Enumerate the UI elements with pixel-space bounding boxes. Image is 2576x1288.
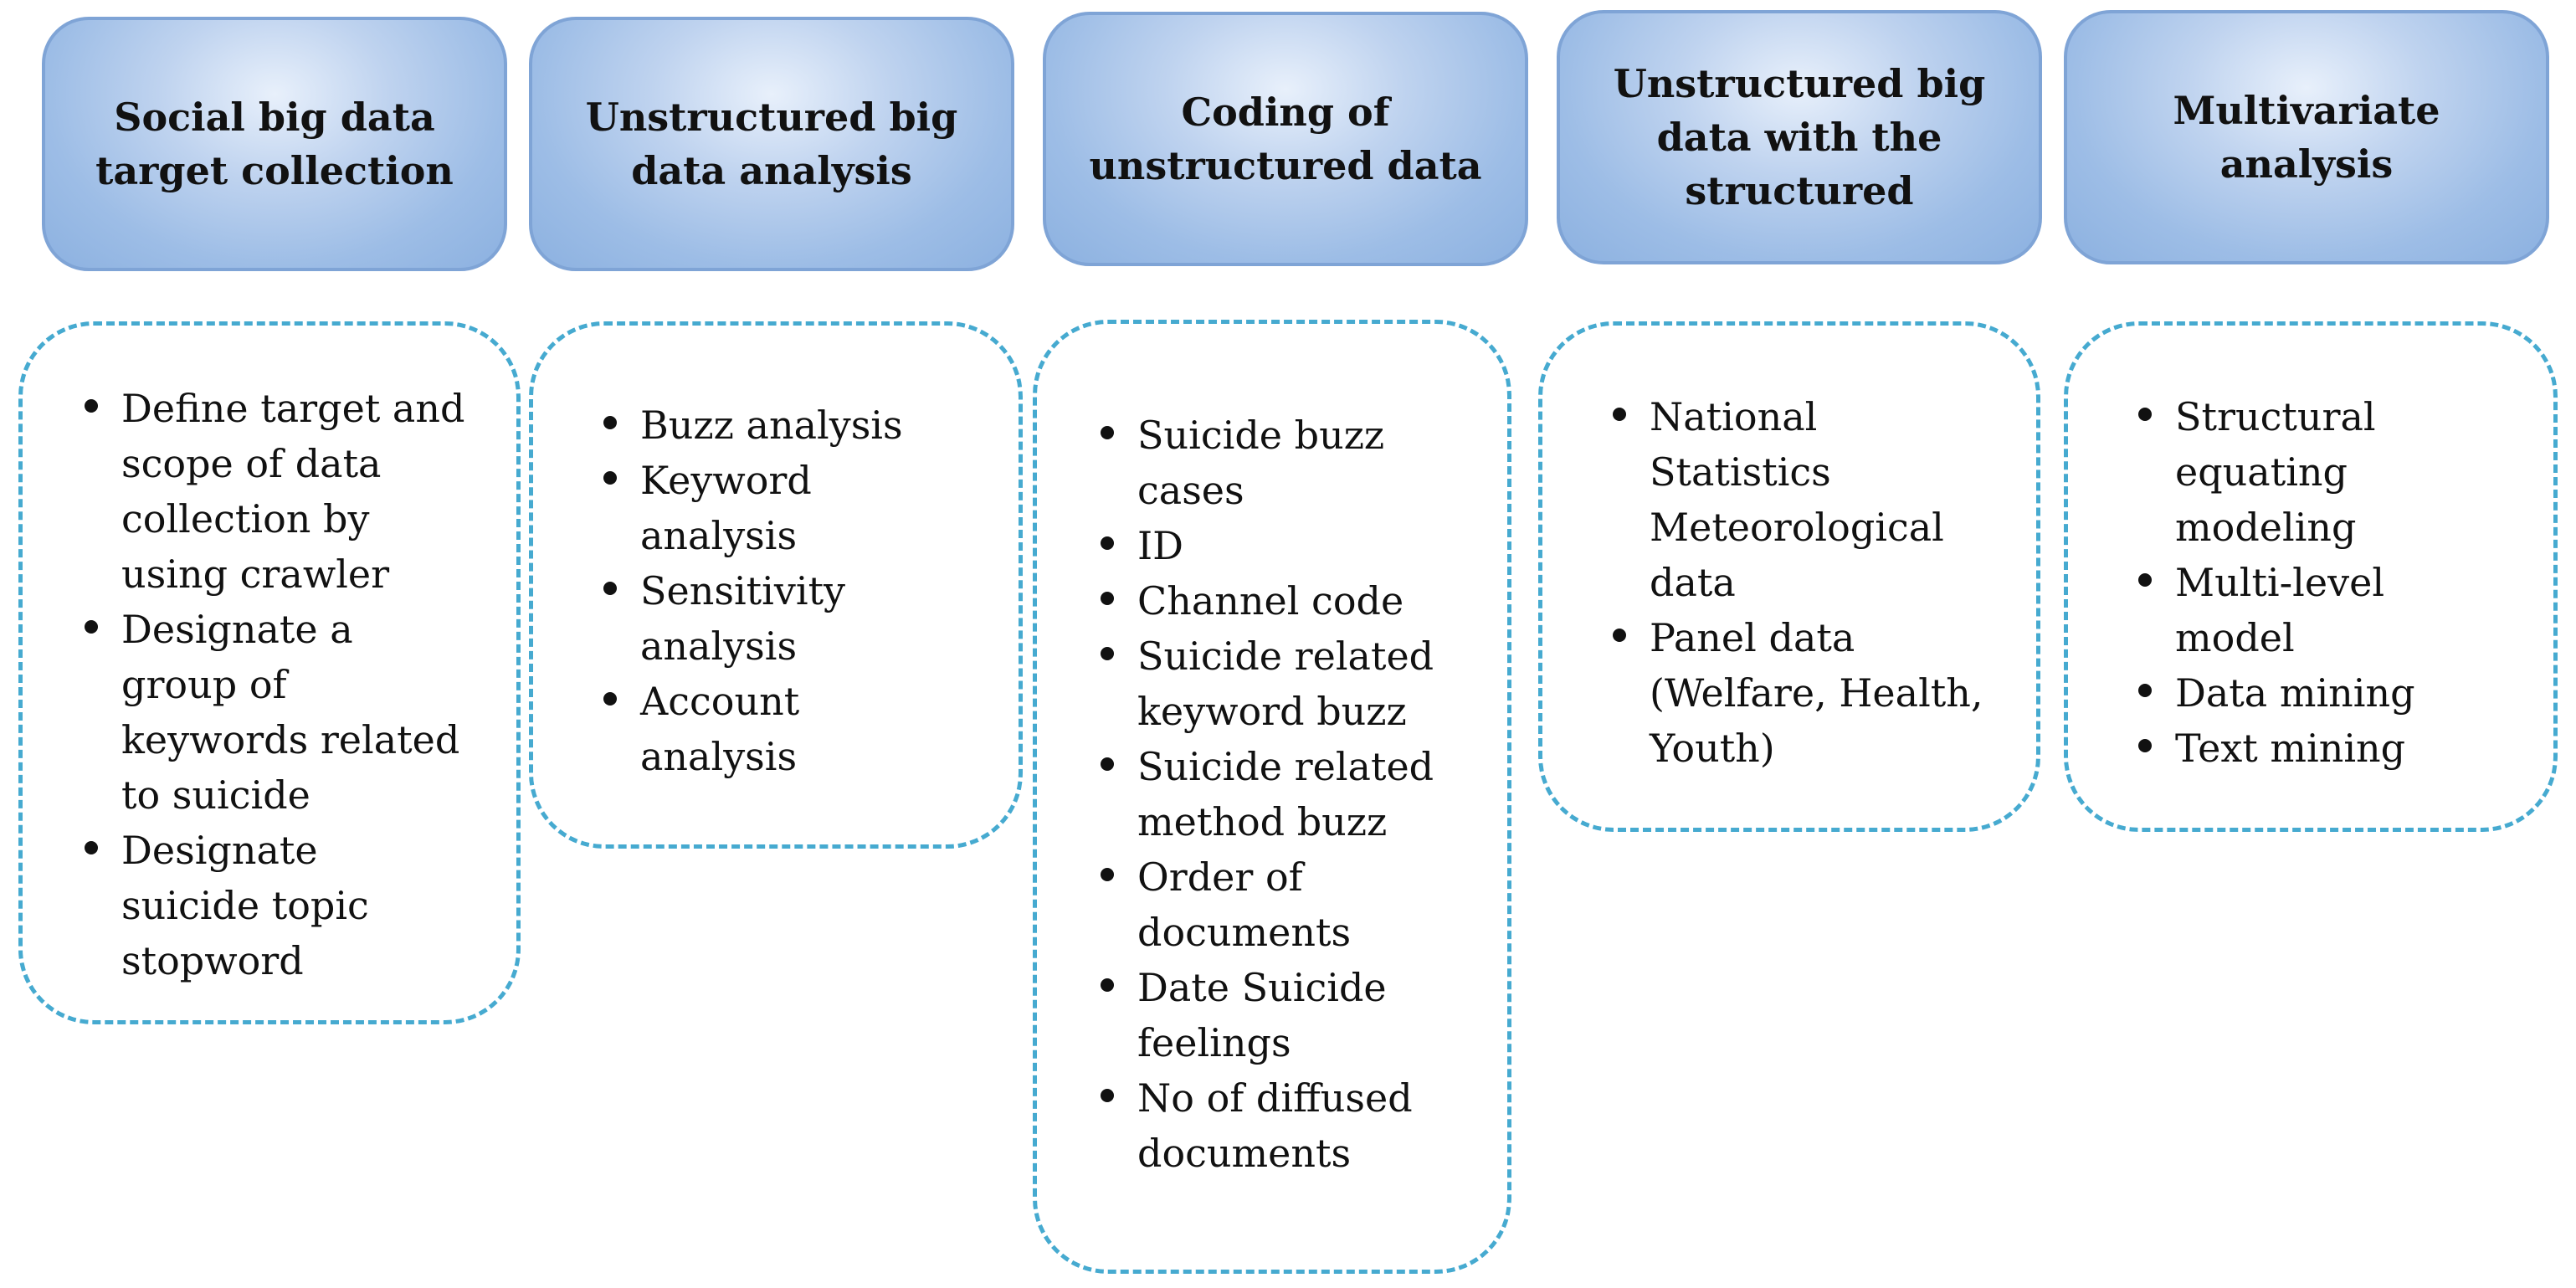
header-coding-of-unstructured-data: Coding of unstructured data [1043, 12, 1528, 266]
bullet-icon [603, 416, 617, 429]
header-title: Unstructured big data with the structure… [1613, 61, 1986, 213]
bullet-icon [1101, 1089, 1114, 1102]
header-unstructured-big-data-with-structured: Unstructured big data with the structure… [1557, 10, 2042, 264]
list-item: Account analysis [603, 674, 903, 784]
bullet-icon [1101, 868, 1114, 881]
bullet-icon [2138, 408, 2152, 421]
bullet-list: Buzz analysis Keyword analysis Sensitivi… [603, 398, 903, 784]
bullet-icon [85, 620, 98, 634]
list-item: Structural equating modeling [2138, 389, 2415, 555]
bullet-icon [85, 841, 98, 854]
bullet-icon [85, 399, 98, 413]
bullet-icon [603, 692, 617, 706]
bullet-icon [603, 471, 617, 485]
list-item: Keyword analysis [603, 453, 903, 563]
bullet-list: Structural equating modeling Multi-level… [2138, 389, 2415, 776]
box-coding-of-unstructured-data: Suicide buzz cases ID Channel code Suici… [1033, 320, 1511, 1274]
header-title: Multivariate analysis [2173, 88, 2440, 187]
header-social-big-data-target-collection: Social big data target collection [42, 17, 507, 271]
bullet-icon [1101, 536, 1114, 550]
list-item: Order of documents [1101, 849, 1434, 960]
header-title: Unstructured big data analysis [585, 95, 958, 193]
box-unstructured-big-data-analysis: Buzz analysis Keyword analysis Sensitivi… [529, 321, 1023, 849]
list-item: Panel data (Welfare, Health, Youth) [1613, 610, 1983, 776]
list-item: ID [1101, 518, 1434, 573]
list-item: Multi-level model [2138, 555, 2415, 665]
header-multivariate-analysis: Multivariate analysis [2064, 10, 2549, 264]
bullet-icon [1101, 978, 1114, 992]
bullet-icon [1613, 408, 1626, 421]
list-item: Suicide related method buzz [1101, 739, 1434, 849]
list-item: No of diffused documents [1101, 1070, 1434, 1181]
list-item: Define target and scope of data collecti… [85, 381, 464, 602]
box-unstructured-big-data-with-structured: National Statistics Meteorological data … [1538, 321, 2040, 832]
bullet-icon [2138, 684, 2152, 697]
bullet-icon [2138, 573, 2152, 587]
bullet-list: National Statistics Meteorological data … [1613, 389, 1983, 776]
header-unstructured-big-data-analysis: Unstructured big data analysis [529, 17, 1014, 271]
header-title: Coding of unstructured data [1089, 90, 1482, 188]
bullet-icon [2138, 739, 2152, 752]
list-item: Date Suicide feelings [1101, 960, 1434, 1070]
bullet-icon [1101, 757, 1114, 771]
bullet-icon [1101, 426, 1114, 439]
list-item: Sensitivity analysis [603, 563, 903, 674]
header-title: Social big data target collection [95, 95, 454, 193]
list-item: Designate a group of keywords related to… [85, 602, 464, 823]
list-item: Suicide related keyword buzz [1101, 629, 1434, 739]
list-item: Designate suicide topic stopword [85, 823, 464, 988]
bullet-icon [1101, 592, 1114, 605]
list-item: Buzz analysis [603, 398, 903, 453]
bullet-list: Define target and scope of data collecti… [85, 381, 464, 988]
bullet-icon [603, 582, 617, 595]
bullet-icon [1613, 629, 1626, 642]
box-social-big-data-target-collection: Define target and scope of data collecti… [18, 321, 521, 1024]
list-item: Suicide buzz cases [1101, 408, 1434, 518]
list-item: National Statistics Meteorological data [1613, 389, 1983, 610]
box-multivariate-analysis: Structural equating modeling Multi-level… [2064, 321, 2558, 832]
list-item: Channel code [1101, 573, 1434, 629]
bullet-icon [1101, 647, 1114, 660]
list-item: Data mining [2138, 665, 2415, 721]
list-item: Text mining [2138, 721, 2415, 776]
bullet-list: Suicide buzz cases ID Channel code Suici… [1101, 408, 1434, 1181]
